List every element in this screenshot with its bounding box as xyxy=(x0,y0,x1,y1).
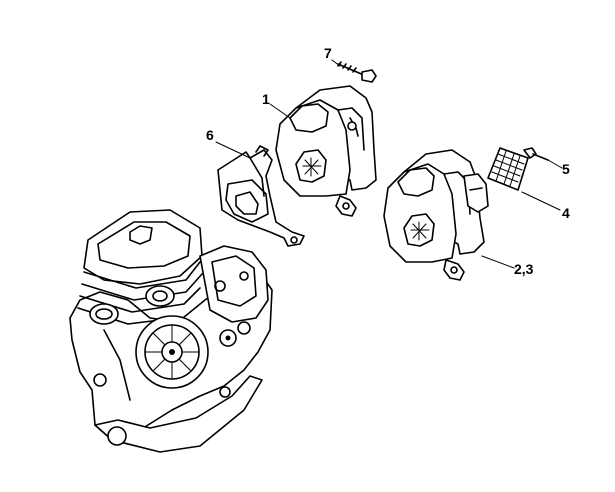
screw-part-5 xyxy=(523,147,549,161)
callout-2-3: 2,3 xyxy=(514,261,534,277)
heat-shield-part-6 xyxy=(217,145,305,247)
screw-part-7 xyxy=(337,61,377,83)
callout-7: 7 xyxy=(324,45,332,61)
callout-5: 5 xyxy=(562,161,570,177)
muffler-part-1 xyxy=(275,85,377,217)
spark-arrestor-screen-part-4 xyxy=(487,147,529,191)
leader-lines xyxy=(215,59,563,269)
callout-4: 4 xyxy=(562,205,570,221)
muffler-part-2-3 xyxy=(383,149,489,281)
callout-1: 1 xyxy=(262,91,270,107)
engine-block xyxy=(69,209,273,453)
callout-6: 6 xyxy=(206,127,214,143)
